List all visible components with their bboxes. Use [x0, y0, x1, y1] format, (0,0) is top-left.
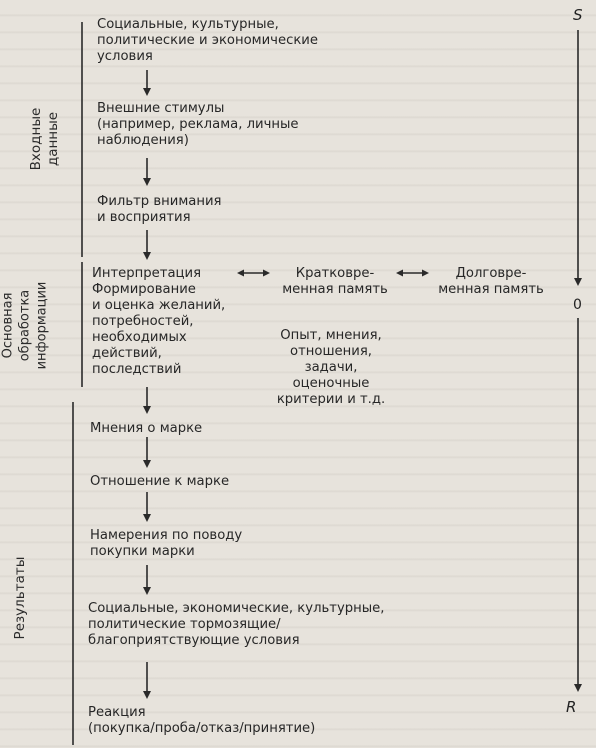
reaction-line-2: (покупка/проба/отказ/принятие) — [88, 721, 316, 736]
interpretation-line-7: последствий — [92, 362, 182, 377]
memory-contents-line-4: оценочные — [292, 376, 370, 391]
interpretation-line-5: необходимых — [92, 330, 187, 345]
axis-label-zero: 0 — [573, 297, 582, 313]
section-label-input: Входные данные — [28, 107, 61, 171]
short-term-memory-line-1: Кратковре- — [295, 266, 375, 281]
conditions-line-1: Социальные, культурные, — [97, 17, 279, 32]
filter-line-2: и восприятия — [97, 210, 191, 225]
stimuli-line-2: (например, реклама, личные — [97, 117, 299, 132]
reaction-line-1: Реакция — [88, 705, 146, 720]
short-term-memory-line-2: менная память — [282, 282, 388, 297]
stimuli-line-3: наблюдения) — [97, 133, 189, 148]
intentions-line-2: покупки марки — [90, 544, 195, 559]
stimuli-line-1: Внешние стимулы — [97, 101, 225, 116]
long-term-memory-line-2: менная память — [438, 282, 544, 297]
filter-line-1: Фильтр внимания — [97, 194, 222, 209]
section-label-results: Результаты — [12, 556, 28, 640]
interpretation-line-3: и оценка желаний, — [92, 298, 226, 313]
long-term-memory-line-1: Долговре- — [455, 266, 527, 281]
interpretation-line-1: Интерпретация — [92, 266, 202, 281]
inhibiting-line-2: политические тормозящие/ — [88, 617, 281, 632]
axis-label-r: R — [566, 698, 577, 716]
conditions-line-2: политические и экономические — [97, 33, 318, 48]
inhibiting-line-1: Социальные, экономические, культурные, — [88, 601, 385, 616]
inhibiting-line-3: благоприятствующие условия — [88, 633, 300, 648]
memory-contents-line-3: задачи, — [304, 360, 358, 375]
interpretation-line-4: потребностей, — [92, 314, 194, 329]
intentions-line-1: Намерения по поводу — [90, 528, 243, 543]
interpretation-line-2: Формирование — [92, 282, 196, 297]
section-label-processing: Основная обработка информации — [0, 281, 50, 370]
conditions-line-3: условия — [97, 49, 153, 64]
opinions-label: Мнения о марке — [90, 421, 203, 436]
interpretation-line-6: действий, — [92, 346, 162, 361]
axis-label-s: S — [573, 6, 583, 24]
memory-contents-line-1: Опыт, мнения, — [280, 328, 382, 343]
attitude-label: Отношение к марке — [90, 474, 230, 489]
memory-contents-line-5: критерии и т.д. — [276, 392, 386, 407]
memory-contents-line-2: отношения, — [290, 344, 372, 359]
